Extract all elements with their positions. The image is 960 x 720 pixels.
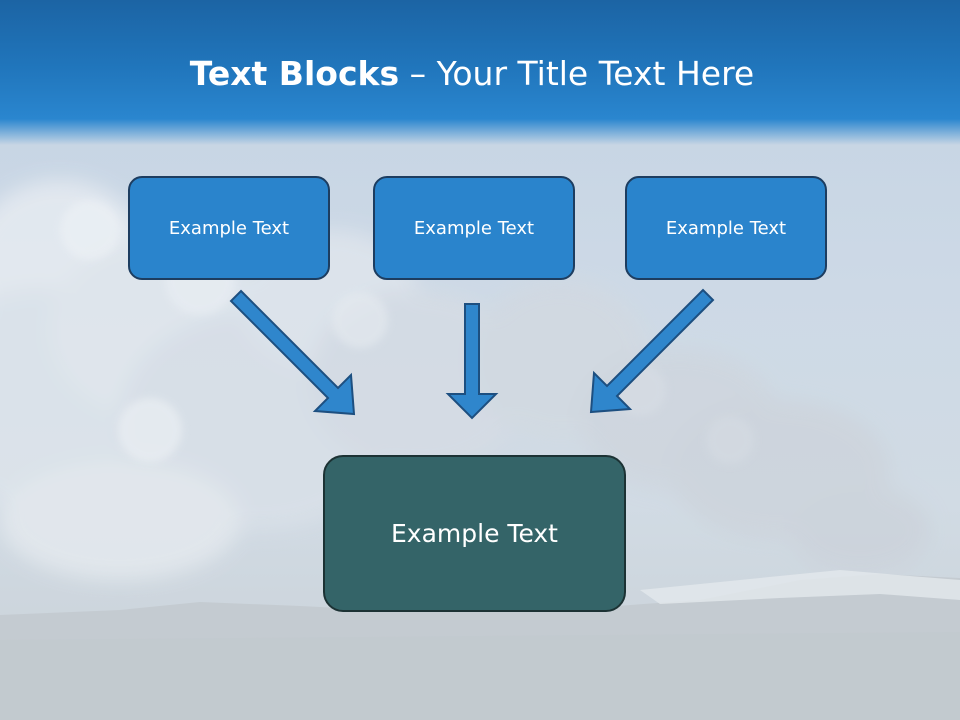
title-rest: Your Title Text Here <box>436 54 755 93</box>
arrow-left-diagonal <box>229 289 356 416</box>
title-bold: Text Blocks <box>189 54 400 93</box>
slide-title: Text Blocks – Your Title Text Here <box>0 54 944 93</box>
text-block-label: Example Text <box>168 217 290 239</box>
text-block-label: Example Text <box>413 217 535 239</box>
text-block-top-right[interactable]: Example Text <box>625 176 827 280</box>
text-block-top-left[interactable]: Example Text <box>128 176 330 280</box>
text-block-bottom[interactable]: Example Text <box>323 455 626 612</box>
text-block-label: Example Text <box>665 217 787 239</box>
text-block-label: Example Text <box>391 519 558 548</box>
title-dash: – <box>399 54 437 93</box>
arrow-right-diagonal <box>589 288 715 414</box>
text-block-top-center[interactable]: Example Text <box>373 176 575 280</box>
title-band: Text Blocks – Your Title Text Here <box>0 0 960 145</box>
arrow-center-down <box>445 303 499 420</box>
